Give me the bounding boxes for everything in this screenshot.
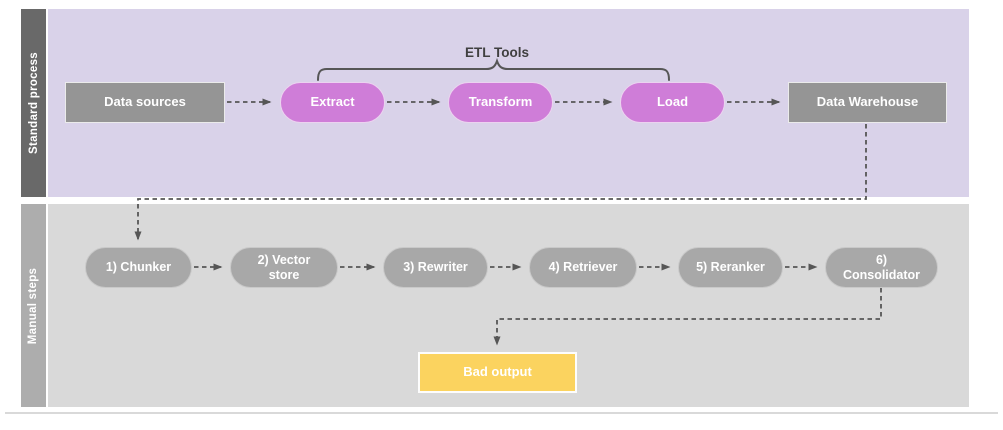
lane-label-text: Standard process [27, 52, 40, 154]
node-label: Load [656, 94, 689, 110]
etl-tools-label: ETL Tools [465, 45, 529, 60]
node-retriever: 4) Retriever [529, 247, 637, 288]
node-label: Bad output [463, 364, 532, 380]
node-rewriter: 3) Rewriter [383, 247, 488, 288]
node-extract: Extract [280, 82, 385, 123]
node-label: 2) Vector store [257, 253, 311, 282]
node-label: Transform [468, 94, 533, 110]
node-chunker: 1) Chunker [85, 247, 192, 288]
node-label: Data sources [104, 94, 186, 110]
lane-label-text: Manual steps [27, 267, 40, 344]
node-label: Extract [310, 94, 355, 110]
node-consolidator: 6) Consolidator [825, 247, 938, 288]
lane-label-standard-process: Standard process [21, 9, 46, 197]
node-label: 4) Retriever [548, 260, 618, 275]
node-transform: Transform [448, 82, 553, 123]
node-reranker: 5) Reranker [678, 247, 783, 288]
node-data-warehouse: Data Warehouse [788, 82, 947, 123]
node-label: 1) Chunker [105, 260, 172, 275]
node-label: Data Warehouse [816, 94, 919, 110]
node-label: 6) Consolidator [842, 253, 921, 282]
lane-label-manual-steps: Manual steps [21, 204, 46, 407]
bottom-divider [5, 412, 998, 414]
node-data-sources: Data sources [65, 82, 225, 123]
node-bad-output: Bad output [418, 352, 577, 393]
node-label: 3) Rewriter [403, 260, 468, 275]
node-load: Load [620, 82, 725, 123]
node-label: 5) Reranker [696, 260, 765, 275]
node-vector-store: 2) Vector store [230, 247, 338, 288]
